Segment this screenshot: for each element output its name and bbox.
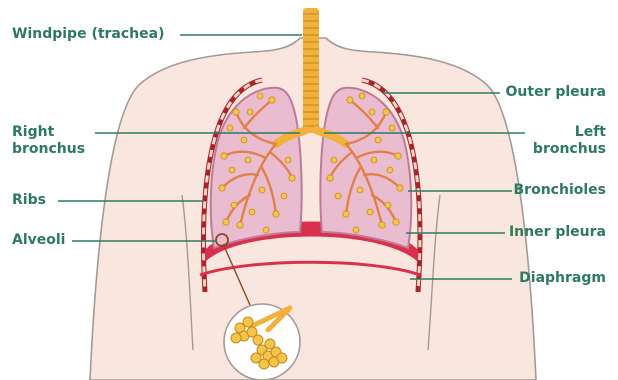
label-ribs: Ribs xyxy=(12,192,46,209)
label-bronchioles: Bronchioles xyxy=(514,182,606,199)
label-outer-pleura: Outer pleura xyxy=(506,84,606,101)
label-windpipe: Windpipe (trachea) xyxy=(12,26,165,43)
label-left-bronchus: Left bronchus xyxy=(533,124,606,158)
label-inner-pleura: Inner pleura xyxy=(509,224,606,241)
label-right-bronchus: Right bronchus xyxy=(12,124,85,158)
label-alveoli: Alveoli xyxy=(12,232,65,249)
label-diaphragm: Diaphragm xyxy=(519,270,606,287)
